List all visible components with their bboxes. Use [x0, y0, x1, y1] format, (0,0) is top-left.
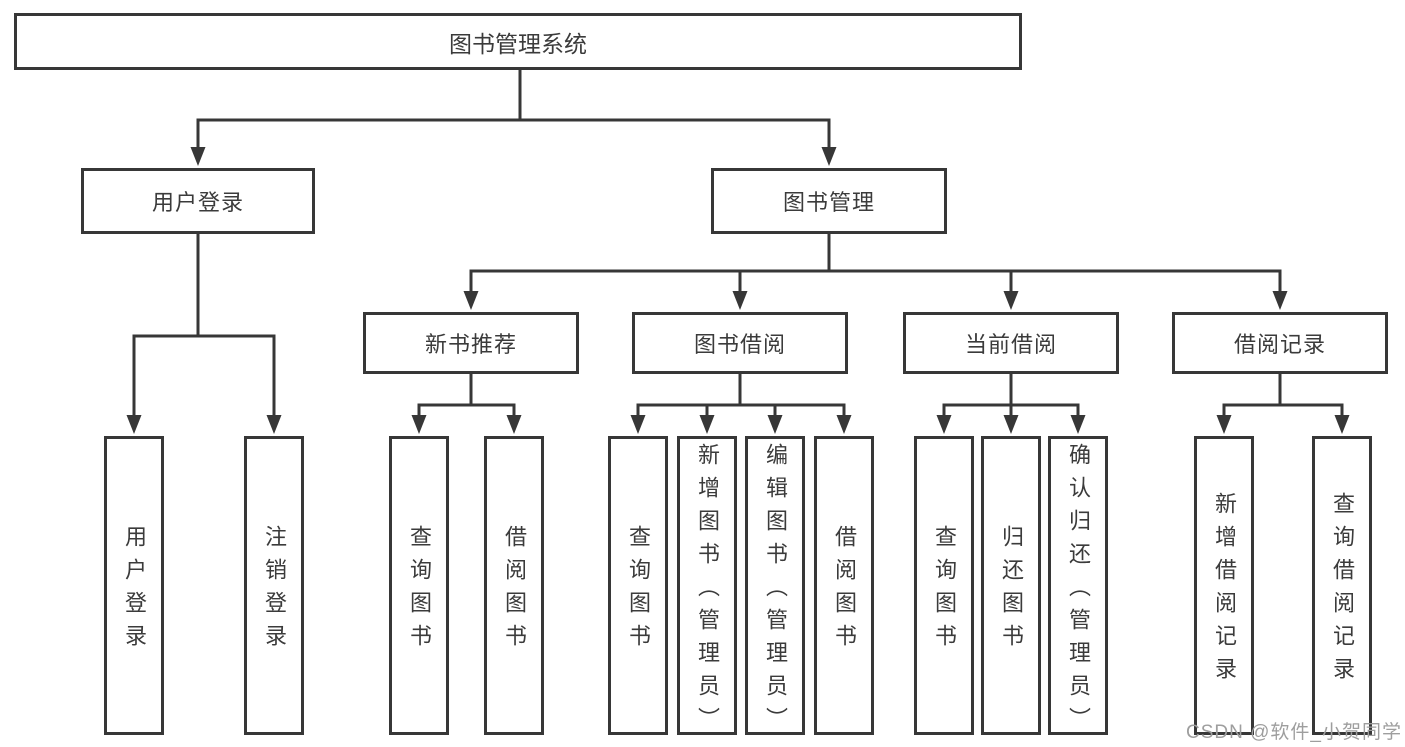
arrowhead-down-icon	[630, 415, 646, 434]
node-library-system-label: 图书管理系统	[449, 30, 587, 57]
leaf-return-book: 归还图书	[981, 436, 1041, 735]
arrowhead-down-icon	[463, 291, 479, 310]
arrowhead-down-icon	[190, 147, 206, 166]
arrowhead-down-icon	[1070, 415, 1086, 434]
node-new-book-recommend: 新书推荐	[363, 312, 579, 374]
leaf-add-borrow-record: 新增借阅记录	[1194, 436, 1254, 735]
leaf-confirm-return-admin: 确认归还（管理员）	[1048, 436, 1108, 740]
arrowhead-down-icon	[732, 291, 748, 310]
leaf-logout: 注销登录	[244, 436, 304, 735]
node-borrowing-records-label: 借阅记录	[1233, 332, 1326, 357]
leaf-user-login: 用户登录	[104, 436, 164, 735]
arrowhead-down-icon	[821, 147, 837, 166]
node-book-borrowing: 图书借阅	[632, 312, 848, 374]
node-current-borrowing-label: 当前借阅	[964, 332, 1057, 357]
arrowhead-down-icon	[506, 415, 522, 434]
leaf-borrow-book-recommend-label: 借阅图书	[502, 525, 527, 657]
arrowhead-down-icon	[1003, 415, 1019, 434]
leaf-add-book-admin-label: 新增图书（管理员）	[695, 442, 720, 740]
leaf-confirm-return-admin-label: 确认归还（管理员）	[1066, 442, 1091, 740]
arrowhead-down-icon	[936, 415, 952, 434]
arrowhead-down-icon	[699, 415, 715, 434]
arrowhead-down-icon	[266, 415, 282, 434]
arrowhead-down-icon	[411, 415, 427, 434]
leaf-query-borrow-record-label: 查询借阅记录	[1330, 492, 1355, 690]
node-current-borrowing: 当前借阅	[903, 312, 1119, 374]
leaf-query-book-current: 查询图书	[914, 436, 974, 735]
connector-user-login-to-children	[132, 232, 276, 420]
leaf-logout-label: 注销登录	[262, 525, 287, 657]
arrowhead-down-icon	[767, 415, 783, 434]
arrowhead-down-icon	[1334, 415, 1350, 434]
node-book-borrowing-label: 图书借阅	[693, 332, 786, 357]
connector-new-book-to-children	[417, 372, 516, 420]
node-new-book-recommend-label: 新书推荐	[424, 332, 517, 357]
leaf-query-book-borrowing-label: 查询图书	[626, 525, 651, 657]
arrowhead-down-icon	[1003, 291, 1019, 310]
connector-book-borrow-to-children	[636, 372, 846, 420]
connector-current-borrow-to-children	[942, 372, 1080, 420]
arrowhead-down-icon	[1216, 415, 1232, 434]
leaf-edit-book-admin-label: 编辑图书（管理员）	[763, 442, 788, 740]
connector-book-management-to-children	[469, 232, 1282, 296]
leaf-query-borrow-record: 查询借阅记录	[1312, 436, 1372, 735]
node-book-management: 图书管理	[711, 168, 947, 234]
node-user-login: 用户登录	[81, 168, 315, 234]
leaf-borrow-book-borrowing: 借阅图书	[814, 436, 874, 735]
leaf-query-book-recommend-label: 查询图书	[407, 525, 432, 657]
leaf-return-book-label: 归还图书	[999, 525, 1024, 657]
node-library-system: 图书管理系统	[14, 13, 1022, 70]
arrowhead-down-icon	[836, 415, 852, 434]
node-book-management-label: 图书管理	[782, 190, 875, 215]
leaf-query-book-borrowing: 查询图书	[608, 436, 668, 735]
connector-root-to-level2	[196, 68, 831, 152]
leaf-edit-book-admin: 编辑图书（管理员）	[745, 436, 805, 740]
leaf-add-book-admin: 新增图书（管理员）	[677, 436, 737, 740]
arrowhead-down-icon	[126, 415, 142, 434]
leaf-query-book-current-label: 查询图书	[932, 525, 957, 657]
csdn-watermark: CSDN @软件_小贺同学	[1186, 722, 1402, 743]
connector-borrow-record-to-children	[1222, 372, 1344, 420]
arrowhead-down-icon	[1272, 291, 1288, 310]
node-borrowing-records: 借阅记录	[1172, 312, 1388, 374]
leaf-borrow-book-borrowing-label: 借阅图书	[832, 525, 857, 657]
leaf-borrow-book-recommend: 借阅图书	[484, 436, 544, 735]
leaf-query-book-recommend: 查询图书	[389, 436, 449, 735]
node-user-login-label: 用户登录	[151, 190, 244, 215]
leaf-add-borrow-record-label: 新增借阅记录	[1212, 492, 1237, 690]
leaf-user-login-label: 用户登录	[122, 525, 147, 657]
